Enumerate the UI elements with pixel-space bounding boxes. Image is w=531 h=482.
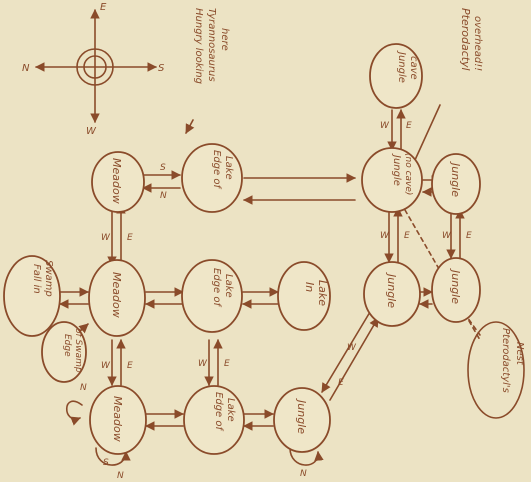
svg-text:W: W [442,231,452,241]
svg-text:Meadow: Meadow [110,158,123,204]
node-edge-of-lake-bottom: Edge of Lake [183,385,245,455]
svg-text:Edge of: Edge of [211,150,222,189]
node-in-lake: In Lake [277,261,331,331]
svg-text:Meadow: Meadow [110,272,123,318]
edge-labels: S N E W W E W E W E S N S N N W E W E W … [80,121,472,481]
svg-text:Pterodactyl: Pterodactyl [459,8,472,71]
svg-text:E: E [406,121,412,131]
node-jungle-bottom: Jungle [273,387,331,453]
svg-text:E: E [466,231,472,241]
svg-text:W: W [380,231,390,241]
node-edge-of-lake-mid: Edge of Lake [181,259,243,333]
node-meadow-top: Meadow [91,151,145,213]
svg-text:Lake: Lake [223,274,234,298]
svg-text:Jungle: Jungle [396,50,407,83]
svg-text:Edge of: Edge of [211,268,222,307]
svg-text:Lake: Lake [223,156,234,180]
svg-text:cave: cave [408,56,419,80]
node-edge-of-lake-top: Edge of Lake [181,143,243,213]
svg-text:Hungry looking: Hungry looking [193,8,204,84]
svg-text:Edge of: Edge of [213,392,224,431]
svg-text:E: E [127,361,133,371]
compass: N S E W [22,2,165,137]
svg-text:Pterodactyl's: Pterodactyl's [500,328,511,393]
nest-note: Pterodactyl's Nest [500,328,525,393]
svg-text:W: W [198,359,208,369]
svg-text:Lake: Lake [225,398,236,422]
compass-east: E [100,2,107,13]
svg-text:overhead!!: overhead!! [472,16,483,71]
svg-text:Lake: Lake [316,280,329,306]
svg-text:Edge: Edge [62,334,72,357]
node-meadow-bottom: Meadow [89,385,147,455]
node-edge-of-swamp: Edge of Swamp [41,321,87,383]
svg-text:W: W [101,233,111,243]
svg-text:Jungle: Jungle [391,153,402,186]
svg-text:Swamp: Swamp [43,260,54,297]
svg-text:E: E [338,378,344,388]
svg-text:E: E [127,233,133,243]
svg-text:Jungle: Jungle [295,398,308,434]
svg-text:W: W [101,361,111,371]
svg-text:N: N [117,471,124,481]
svg-text:here: here [219,28,230,51]
compass-west: W [86,126,97,137]
svg-text:S: S [103,458,109,468]
node-jungle-right: Jungle [431,153,481,215]
svg-text:of Swamp: of Swamp [73,328,83,373]
compass-south: S [158,63,165,74]
svg-text:E: E [224,359,230,369]
svg-text:N: N [300,469,307,479]
svg-text:Fall in: Fall in [31,264,42,294]
svg-text:In: In [303,282,316,292]
pterodactyl-note: Pterodactyl overhead!! [459,8,483,71]
svg-text:(no cave): (no cave) [403,153,413,195]
svg-text:Meadow: Meadow [111,396,124,442]
node-jungle-mid-right: Jungle [431,257,481,323]
svg-text:E: E [404,231,410,241]
compass-north: N [22,63,30,74]
svg-text:Jungle: Jungle [385,272,398,308]
node-fall-in-swamp: Fall in Swamp [3,255,61,337]
svg-text:N: N [160,191,167,201]
svg-text:Jungle: Jungle [449,161,462,197]
node-jungle-center: Jungle (no cave) [361,147,423,213]
svg-text:W: W [347,343,357,353]
svg-text:S: S [160,163,166,173]
tyrannosaurus-note: Hungry looking Tyrannosaurus here [193,8,230,84]
svg-text:Jungle: Jungle [449,268,462,304]
node-meadow-mid: Meadow [88,259,146,337]
svg-text:W: W [380,121,390,131]
node-jungle-cave: Jungle cave [369,43,423,109]
svg-text:N: N [80,383,87,393]
svg-text:Nest: Nest [514,342,525,366]
svg-text:Tyrannosaurus: Tyrannosaurus [206,8,217,82]
node-jungle-mid: Jungle [363,261,421,327]
